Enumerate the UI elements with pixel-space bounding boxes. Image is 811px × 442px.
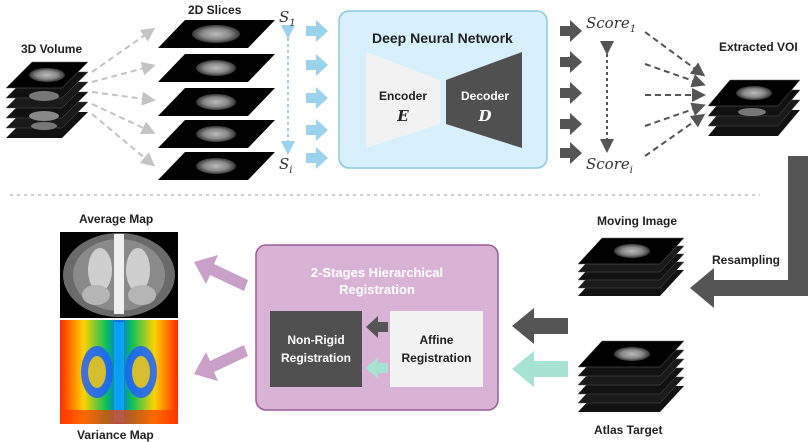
atlas-target-stack <box>577 340 685 412</box>
slices-2d-label: 2D Slices <box>188 3 242 17</box>
affine-to-nonrigid-arrow-2 <box>366 357 388 379</box>
volume-3d-stack <box>5 61 89 138</box>
registration-to-average-arrow <box>194 255 248 291</box>
resampling-arrow <box>690 156 808 308</box>
slice-4 <box>158 120 275 148</box>
affine-to-nonrigid-arrow <box>366 316 388 338</box>
moving-to-registration-arrow <box>512 308 568 344</box>
slice-2 <box>158 54 275 82</box>
volume-to-slices-arrows <box>91 27 156 167</box>
encoder-shape <box>366 52 440 148</box>
dnn-to-score-arrows <box>560 20 582 164</box>
average-map-label: Average Map <box>79 212 154 226</box>
moving-image-stack <box>577 237 685 296</box>
slice-5 <box>158 152 275 180</box>
score-to-voi-arrows <box>644 31 706 157</box>
extracted-voi-label: Extracted VOI <box>719 40 798 54</box>
slice-to-dnn-arrows <box>306 20 328 169</box>
average-map-image <box>60 232 178 318</box>
dnn-title: Deep Neural Network <box>372 30 513 46</box>
slice-3 <box>158 88 275 116</box>
slice-first-symbol: S1 <box>279 8 296 29</box>
atlas-target-label: Atlas Target <box>594 423 663 437</box>
slice-last-symbol: Si <box>279 155 293 176</box>
registration-to-variance-arrow <box>194 345 248 381</box>
moving-image-label: Moving Image <box>597 214 678 228</box>
variance-map-label: Variance Map <box>77 428 154 442</box>
atlas-to-registration-arrow <box>512 351 568 387</box>
volume-3d-label: 3D Volume <box>21 42 83 56</box>
resampling-label: Resampling <box>712 253 781 267</box>
variance-map-image <box>60 320 178 424</box>
score-first-symbol: Score1 <box>586 14 637 35</box>
slice-1 <box>158 20 275 48</box>
score-last-symbol: Scorei <box>586 155 633 176</box>
extracted-voi-stack <box>707 79 801 136</box>
decoder-shape <box>446 52 522 148</box>
